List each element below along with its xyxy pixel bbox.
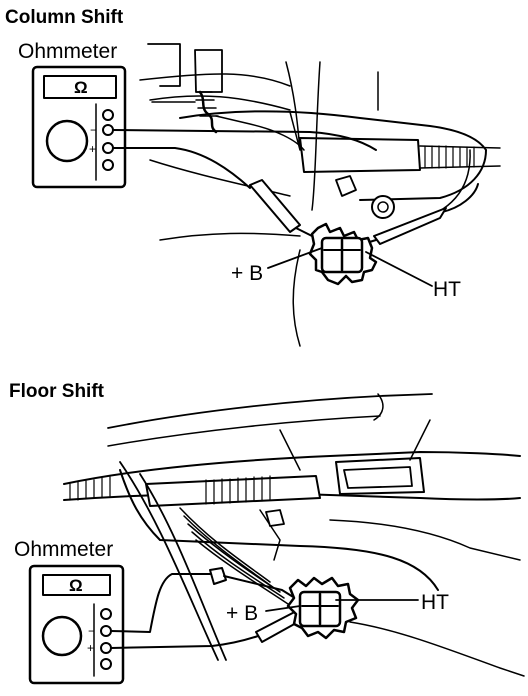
pointer-ht-1 xyxy=(365,251,433,287)
terminal-plusb-label-1: + B xyxy=(231,262,263,285)
ohm-symbol-2: Ω xyxy=(69,576,83,595)
ohm-symbol-1: Ω xyxy=(74,78,88,97)
harness-bundle xyxy=(147,43,305,151)
terminal-ht-label-2: HT xyxy=(421,591,449,614)
ohmmeter-label-1: Ohmmeter xyxy=(18,40,117,63)
terminal-ht-label-1: HT xyxy=(433,278,461,301)
column-shift-title: Column Shift xyxy=(5,7,124,28)
switch-connector-1 xyxy=(308,222,378,286)
steering-column xyxy=(139,61,501,347)
floor-shift-title: Floor Shift xyxy=(9,381,105,402)
column-shift-section: Column Shift xyxy=(5,7,501,347)
minus-sign-1: − xyxy=(90,123,97,137)
floor-shift-section: Floor Shift xyxy=(9,381,525,685)
ohmmeter-1: Ω − + xyxy=(31,65,127,189)
dashboard-column xyxy=(63,393,525,677)
plus-sign-2: + xyxy=(87,641,94,655)
test-leads-1 xyxy=(112,129,479,249)
harness-fan xyxy=(119,461,289,661)
terminal-plusb-label-2: + B xyxy=(226,602,258,625)
switch-connector-2 xyxy=(286,576,360,640)
plus-sign-1: + xyxy=(89,142,96,156)
pointer-plusb-2 xyxy=(265,605,301,612)
ohmmeter-label-2: Ohmmeter xyxy=(14,538,113,561)
minus-sign-2: − xyxy=(88,624,95,638)
pointer-plusb-1 xyxy=(267,247,323,269)
ohmmeter-2: Ω − + xyxy=(28,564,125,685)
